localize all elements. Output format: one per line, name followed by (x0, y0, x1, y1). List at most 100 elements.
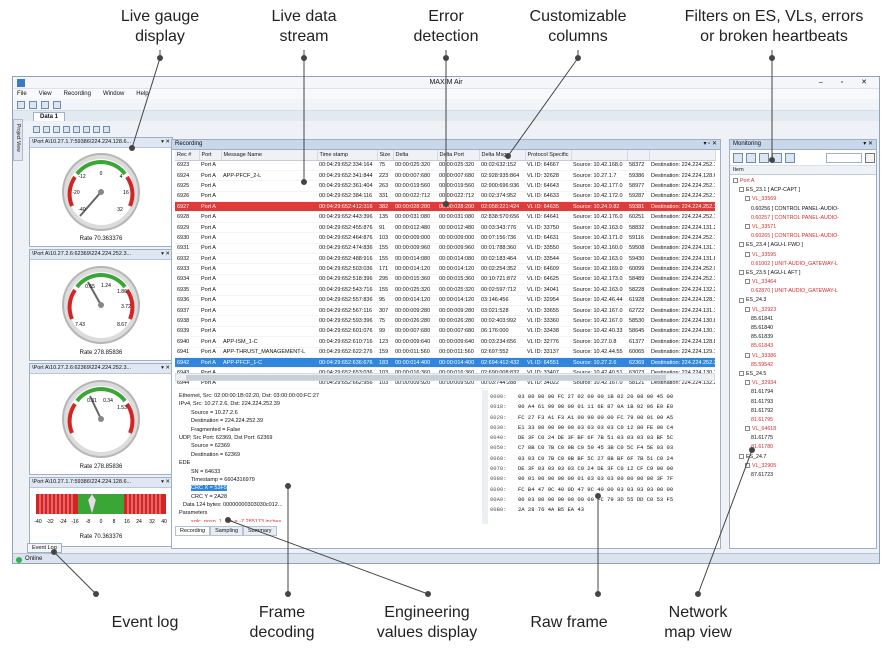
heartbeat-icon[interactable] (772, 152, 782, 163)
tree-node[interactable]: VL_32923 (730, 306, 876, 315)
column-header[interactable] (571, 150, 628, 161)
panel-controls[interactable]: ▾ ✕ (863, 141, 873, 147)
decode-line[interactable]: Timestamp = 6604316979 (175, 476, 477, 484)
grid-icon[interactable] (93, 125, 100, 133)
panel-controls[interactable]: ▾ ✕ (159, 364, 170, 373)
expand-icon[interactable] (745, 196, 750, 202)
scroll-thumb[interactable] (186, 375, 666, 380)
expand-icon[interactable] (745, 462, 750, 468)
expand-icon[interactable] (745, 352, 750, 358)
expand-icon[interactable] (739, 187, 744, 193)
decode-line[interactable]: CRC Y = 2A28 (175, 493, 477, 501)
tree-node[interactable]: 85.61843 (730, 342, 876, 351)
decode-line[interactable]: CRC X = 53F5 (175, 484, 477, 492)
menu-help[interactable]: Help (136, 91, 149, 97)
decode-line[interactable]: EDE (175, 459, 477, 467)
expand-icon[interactable] (739, 371, 744, 377)
expand-icon[interactable] (745, 251, 750, 257)
decode-line[interactable]: sqlc_posn_1_frm = -7.285173 inches (175, 518, 477, 522)
list-icon[interactable] (83, 125, 90, 133)
decode-line[interactable]: Source = 10.27.2.6 (175, 409, 477, 417)
align-icon[interactable] (63, 125, 70, 133)
menu-view[interactable]: View (38, 91, 52, 97)
splitter[interactable] (482, 390, 488, 524)
expand-icon[interactable] (739, 269, 744, 275)
tree-node[interactable]: VL_32934 (730, 379, 876, 388)
expand-icon[interactable] (745, 224, 750, 230)
project-view-tab[interactable]: Project View (13, 119, 23, 161)
tree-node[interactable]: ES_24.5 (730, 370, 876, 379)
window-icon[interactable] (103, 125, 110, 133)
settings-icon[interactable] (53, 100, 61, 109)
search-icon[interactable] (865, 152, 875, 163)
panel-controls[interactable]: ▾ ✕ (159, 478, 170, 487)
filter-es-icon[interactable] (759, 152, 769, 163)
tree-node[interactable]: 0.61002 [ UNIT-AUDIO_GATEWAY-L (730, 260, 876, 269)
stop-icon[interactable] (43, 125, 50, 133)
menu-recording[interactable]: Recording (63, 91, 91, 97)
tree-node[interactable]: 85.61841 (730, 315, 876, 324)
open-icon[interactable] (29, 100, 37, 109)
tree-node[interactable]: ES_23.1 [ ACP-CAPT ] (730, 186, 876, 195)
tab-data-1[interactable]: Data 1 (33, 112, 66, 121)
panel-controls[interactable]: ▾ ✕ (159, 250, 170, 259)
column-header[interactable]: Protocol Specific (525, 150, 572, 161)
decode-line[interactable]: SN = 64633 (175, 468, 477, 476)
save-icon[interactable] (41, 100, 49, 109)
tree-node[interactable]: 81.61793 (730, 398, 876, 407)
tree-node[interactable]: ES_24.3 (730, 296, 876, 305)
tab-recording[interactable]: Recording (175, 526, 211, 536)
column-header[interactable]: Size (377, 150, 394, 161)
tree-node[interactable]: VL_33571 (730, 223, 876, 232)
tree-node[interactable]: 0.62870 [ UNIT-AUDIO_GATEWAY-L (730, 287, 876, 296)
column-header[interactable]: Delta Msg (479, 150, 526, 161)
tree-node[interactable]: 81.61780 (730, 443, 876, 452)
filter-icon[interactable] (53, 125, 60, 133)
panel-controls[interactable]: ▾ ✕ (159, 138, 170, 147)
key-icon[interactable] (746, 152, 756, 163)
expand-icon[interactable] (739, 453, 744, 459)
decode-line[interactable]: Ethernet, Src: 02:00:00:1B:02:20, Dst: 0… (175, 392, 477, 400)
tab-sampling[interactable]: Sampling (210, 526, 244, 536)
decode-line[interactable]: Parameters (175, 509, 477, 517)
tree-node[interactable]: ES_23.5 [ AGU-L AFT ] (730, 269, 876, 278)
tree-node[interactable]: 81.61775 (730, 434, 876, 443)
tree-node[interactable]: 85.59542 (730, 361, 876, 370)
decode-line[interactable]: Data 124 bytes: 00000000303030c012... (175, 501, 477, 509)
columns-icon[interactable] (73, 125, 80, 133)
tree-node[interactable]: 85.61839 (730, 333, 876, 342)
decode-line[interactable]: IPv4, Src: 10.27.2.6, Dst: 224.224.252.3… (175, 400, 477, 408)
toggle-icon[interactable] (733, 152, 743, 163)
column-header[interactable] (627, 150, 650, 161)
event-log-tab[interactable]: Event Log (27, 543, 62, 553)
decode-line[interactable]: Source = 62369 (175, 442, 477, 450)
expand-icon[interactable] (739, 242, 744, 248)
tree-node[interactable]: VL_33595 (730, 251, 876, 260)
tree-node[interactable]: 85.61840 (730, 324, 876, 333)
menu-window[interactable]: Window (102, 91, 125, 97)
tab-summary[interactable]: Summary (243, 526, 277, 536)
expand-icon[interactable] (745, 306, 750, 312)
tree-node[interactable]: 87.61723 (730, 471, 876, 480)
tree-node[interactable]: Port A (730, 177, 876, 186)
tree-node[interactable]: 81.61795 (730, 416, 876, 425)
